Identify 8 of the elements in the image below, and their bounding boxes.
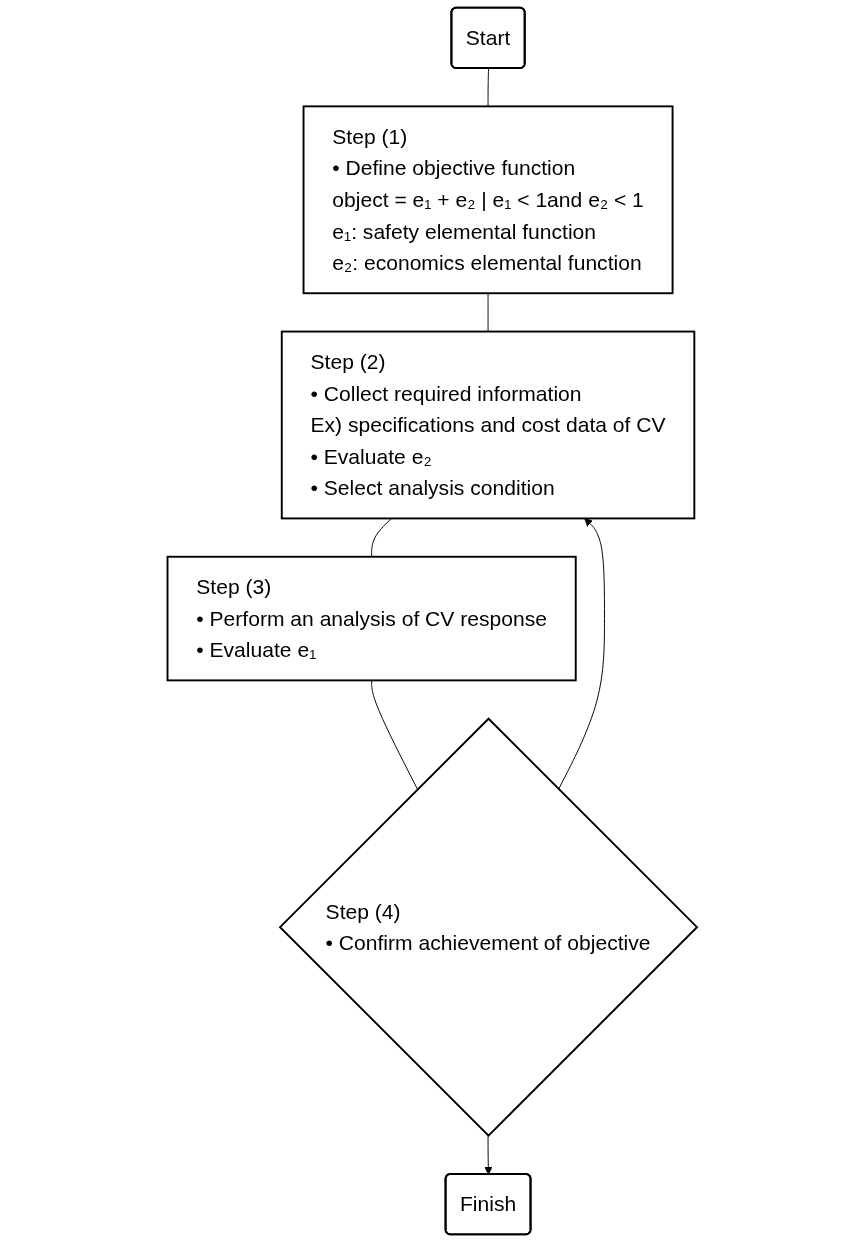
connector bbox=[370, 679, 418, 790]
node-box: Step (2) • Collect required information Ex) specifications and cost data of CV • Evaluate e₂ • Select analysis condition bbox=[280, 330, 696, 520]
node-diamond: Step (4) • Confirm achievement of objective bbox=[278, 717, 699, 1137]
node-box: Step (3) • Perform an analysis of CV response • Evaluate e₁ bbox=[166, 555, 577, 682]
connector bbox=[487, 292, 489, 333]
connector bbox=[487, 68, 489, 107]
node-box: Step (1) • Define objective function object = e₁ + e₂ | e₁ < 1and e₂ < 1 e₁: safety elemental function e₂: economics elemental function bbox=[302, 105, 674, 295]
connector bbox=[370, 517, 392, 558]
